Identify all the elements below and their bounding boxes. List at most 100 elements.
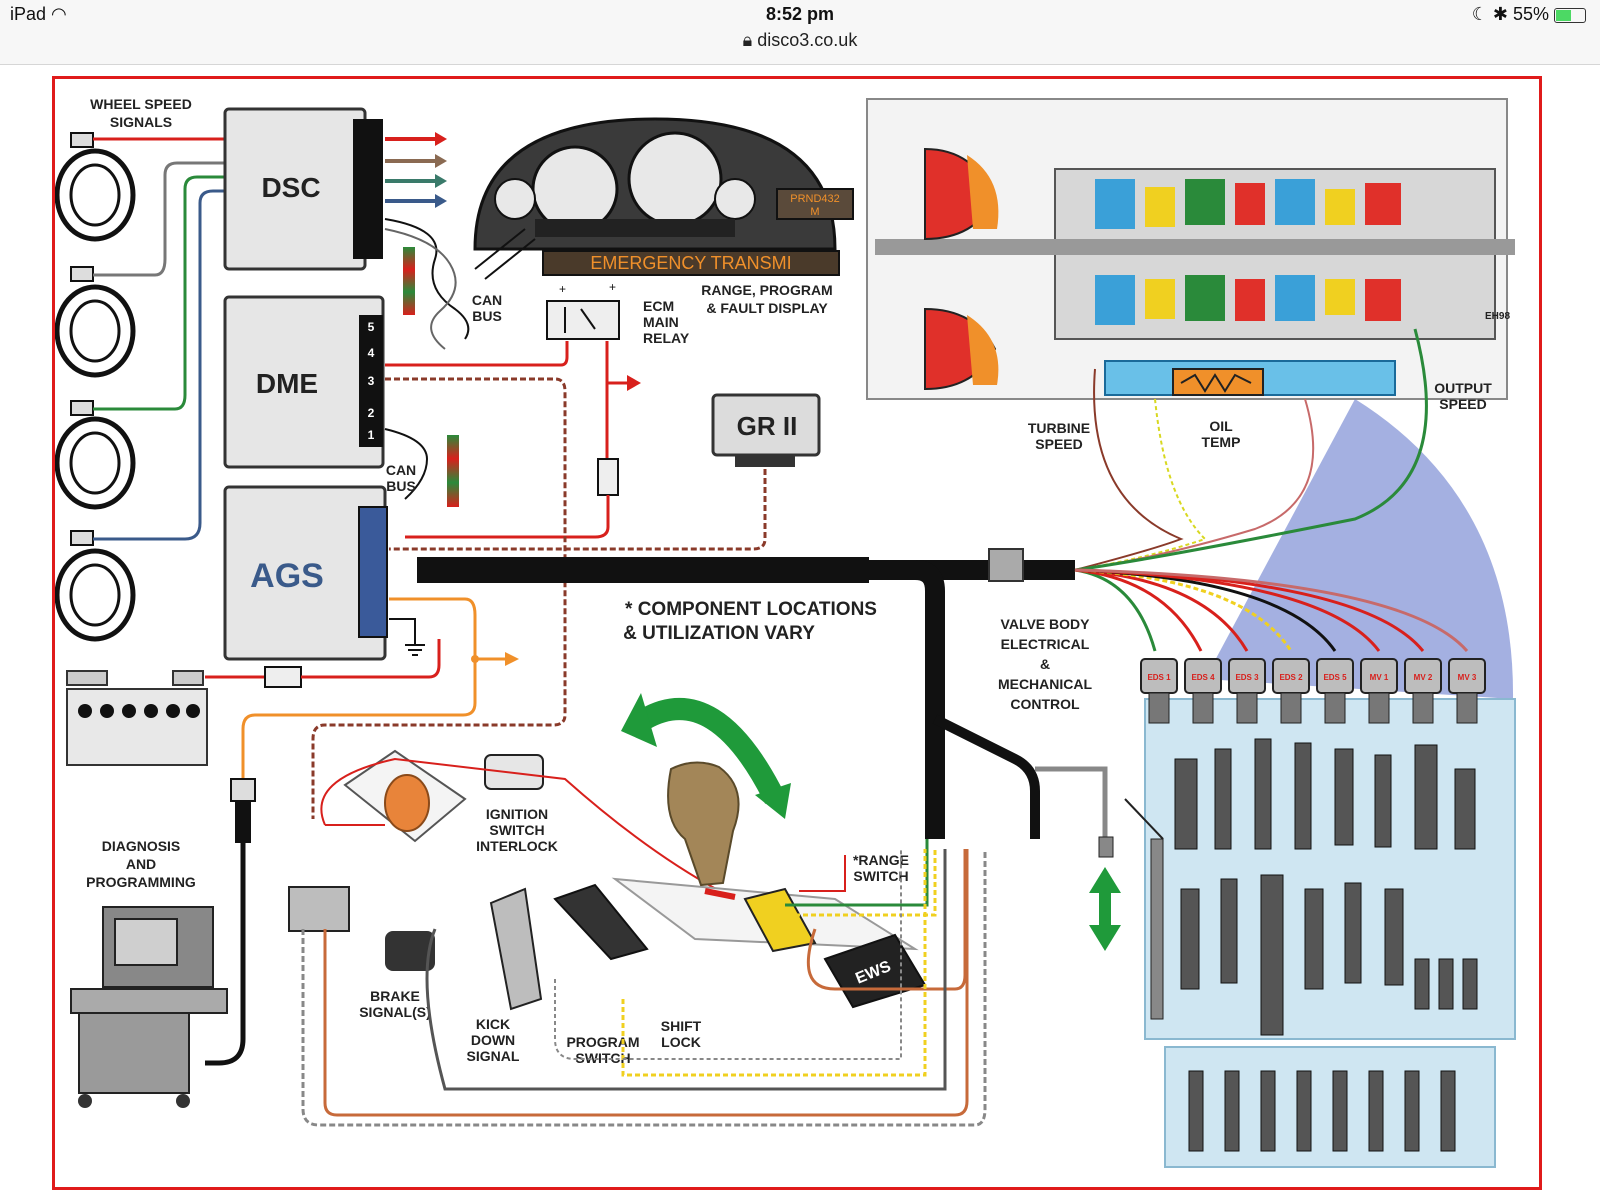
solenoid-5: EDS 5 [1316, 658, 1354, 724]
ground-symbol [389, 618, 425, 656]
valve-label-4: MECHANICAL [998, 676, 1093, 692]
transmission-cutaway [866, 98, 1515, 400]
battery [66, 670, 208, 766]
can-bus-label-2a: CAN [386, 462, 416, 478]
valve-body-lower-plate [1164, 1046, 1496, 1168]
solenoid-stem [1280, 692, 1302, 724]
output-speed-label-1: OUTPUT [1434, 380, 1492, 396]
note-line-2: & UTILIZATION VARY [623, 623, 815, 644]
moon-icon: ☾ [1471, 4, 1488, 24]
oil-temp-label-2: TEMP [1202, 434, 1241, 450]
valve-label-5: CONTROL [1010, 696, 1080, 712]
solenoid-label: MV 3 [1458, 673, 1477, 682]
range-display-label-2: & FAULT DISPLAY [706, 300, 828, 316]
manual-valve [1150, 838, 1164, 1020]
dme-pin-1: 1 [368, 428, 375, 442]
range-display-label-1: RANGE, PROGRAM [701, 282, 832, 298]
solenoid-label: MV 2 [1414, 673, 1433, 682]
solenoid-label: MV 1 [1370, 673, 1389, 682]
battery-icon [1554, 7, 1586, 23]
brake-switch [288, 886, 435, 971]
gr2-label: GR II [737, 411, 798, 441]
solenoid-label: EDS 2 [1279, 673, 1303, 682]
valve-label-2: ELECTRICAL [1001, 636, 1090, 652]
diagram-frame: WHEEL SPEED SIGNALS DSC PRND432 M EMERGE… [52, 76, 1542, 1190]
solenoid-stem [1412, 692, 1434, 724]
ecm-relay-label-3: RELAY [643, 330, 690, 346]
bluetooth-icon: ✱ [1492, 4, 1508, 24]
solenoid-label: EDS 1 [1147, 673, 1171, 682]
can-bus-label-1b: BUS [472, 308, 502, 324]
ignition-label-2: SWITCH [489, 822, 544, 838]
valve-label-1: VALVE BODY [1001, 616, 1091, 632]
ignition-label-1: IGNITION [486, 806, 548, 822]
battery-percent: 55% [1512, 4, 1549, 24]
solenoid-stem [1324, 692, 1346, 724]
can-connector-2 [447, 435, 459, 507]
eh98-code: EH98 [1485, 311, 1510, 322]
device-name: iPad [10, 4, 47, 24]
solenoid-label: EDS 4 [1191, 673, 1215, 682]
instrument-cluster: PRND432 M [473, 117, 854, 251]
brake-label-2: SIGNAL(S) [359, 1004, 431, 1020]
kick-label-3: SIGNAL [467, 1048, 520, 1064]
dsc-label: DSC [261, 172, 320, 203]
solenoid-8: MV 3 [1448, 658, 1486, 724]
lock-icon: 🔒︎ [742, 30, 753, 50]
range-switch-label-1: *RANGE [853, 852, 909, 868]
ios-status-bar: iPad ◠ 8:52 pm 🔒︎ disco3.co.uk ☾ ✱ 55% [0, 0, 1600, 65]
solenoid-row: EDS 1 EDS 4 EDS 3 EDS 2 EDS 5 MV 1 MV 2 MV 3 [1140, 658, 1486, 724]
wheel-speed-label-2: SIGNALS [110, 114, 172, 130]
status-right: ☾ ✱ 55% [1472, 4, 1586, 25]
shift-lock-label-2: LOCK [661, 1034, 701, 1050]
kick-label-2: DOWN [471, 1032, 515, 1048]
valve-spools [1174, 738, 1478, 1152]
manual-valve-arrow [1089, 867, 1121, 951]
program-switch [553, 883, 649, 961]
solenoid-label: EDS 3 [1235, 673, 1259, 682]
wheel-speed-label-1: WHEEL SPEED [90, 96, 192, 112]
solenoid-wires [1074, 568, 1469, 652]
cluster-display-text-2: M [810, 206, 819, 218]
diag-connector [230, 778, 256, 802]
solenoid-stem [1368, 692, 1390, 724]
solenoid-1: EDS 1 [1140, 658, 1178, 724]
dme-pin-3: 3 [368, 374, 375, 388]
oil-temp-label-1: OIL [1209, 418, 1233, 434]
can-bus-label-2b: BUS [386, 478, 416, 494]
ignition-label-3: INTERLOCK [476, 838, 558, 854]
turbine-label-1: TURBINE [1028, 420, 1090, 436]
can-bus-label-1a: CAN [472, 292, 502, 308]
solenoid-stem [1148, 692, 1170, 724]
dme-label: DME [256, 368, 318, 399]
gear-selector [611, 761, 919, 953]
shift-arrow-green [639, 698, 785, 804]
ags-label: AGS [250, 557, 324, 595]
turbine-label-2: SPEED [1035, 436, 1082, 452]
svg-text:+: + [559, 282, 566, 296]
solenoid-label: EDS 5 [1323, 673, 1347, 682]
solenoid-2: EDS 4 [1184, 658, 1222, 724]
dme-pin-2: 2 [368, 406, 375, 420]
diag-plug [235, 801, 251, 843]
diagnosis-label-2: AND [126, 856, 156, 872]
fuse [597, 458, 619, 496]
solenoid-stem [1456, 692, 1478, 724]
address-url[interactable]: 🔒︎ disco3.co.uk [0, 30, 1600, 51]
note-line-1: * COMPONENT LOCATIONS [625, 599, 877, 620]
ecm-relay-label-2: MAIN [643, 314, 679, 330]
status-left: iPad ◠ [10, 4, 67, 25]
solenoid-3: EDS 3 [1228, 658, 1266, 724]
emergency-display: EMERGENCY TRANSMI [542, 250, 840, 276]
solenoid-stem [1236, 692, 1258, 724]
emergency-display-text: EMERGENCY TRANSMI [590, 253, 791, 273]
dme-pin-4: 4 [368, 346, 375, 360]
kick-label-1: KICK [476, 1016, 510, 1032]
cluster-display-text: PRND432 [790, 193, 840, 205]
shift-lock-label-1: SHIFT [661, 1018, 702, 1034]
program-label-1: PROGRAM [566, 1034, 639, 1050]
solenoid-4: EDS 2 [1272, 658, 1310, 724]
range-switch-label-2: SWITCH [853, 868, 908, 884]
diagnosis-label-3: PROGRAMMING [86, 874, 196, 890]
gr2-module: GR II [711, 393, 821, 467]
